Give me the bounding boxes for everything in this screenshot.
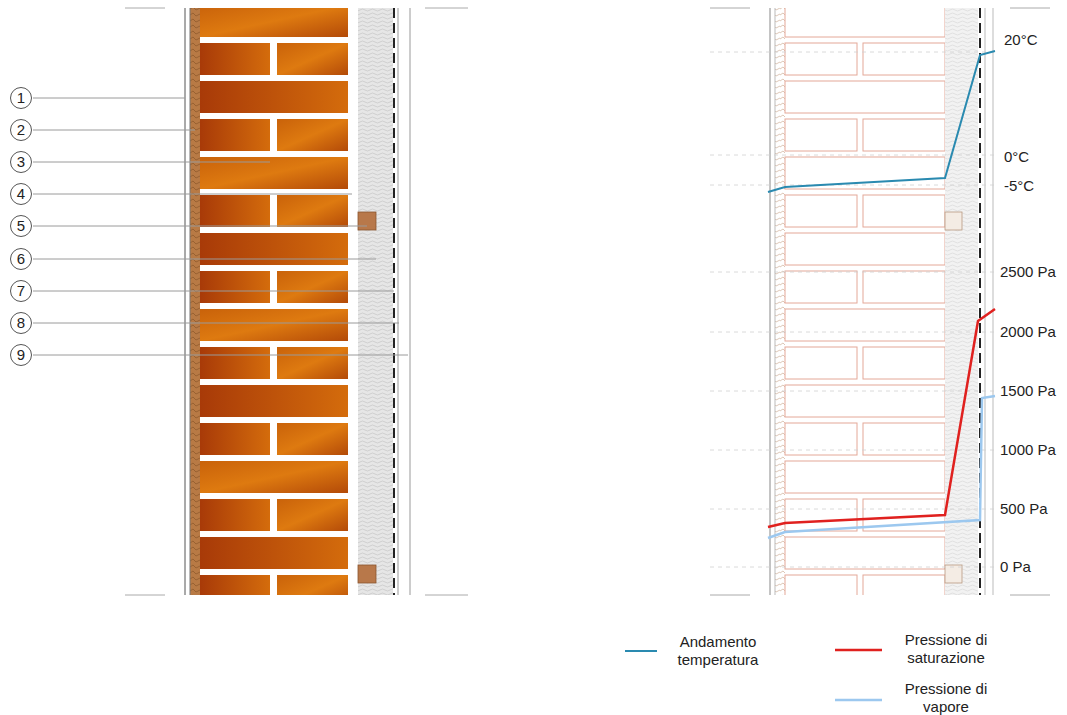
axis-value: 500 Pa [1000, 500, 1048, 518]
axis-value: 2000 Pa [1000, 323, 1056, 341]
callout-number: 9 [10, 344, 32, 366]
axis-value: -5°C [1004, 177, 1034, 195]
callout-number: 1 [10, 87, 32, 109]
callout-number: 4 [10, 183, 32, 205]
axis-value: 1500 Pa [1000, 382, 1056, 400]
legend-sample [835, 649, 882, 652]
temperature-curve [768, 51, 995, 192]
axis-value: 0°C [1004, 148, 1029, 166]
vapour-curve [768, 396, 995, 538]
saturation-curve [768, 309, 995, 527]
axis-value: 0 Pa [1000, 558, 1031, 576]
callout-number: 5 [10, 215, 32, 237]
legend-text: Pressione di saturazione [881, 631, 1011, 667]
axis-value: 20°C [1004, 31, 1038, 49]
callout-number: 2 [10, 119, 32, 141]
callout-number: 7 [10, 280, 32, 302]
legend-text: Pressione di vapore [881, 680, 1011, 715]
axis-value: 2500 Pa [1000, 263, 1056, 281]
axis-value: 1000 Pa [1000, 441, 1056, 459]
legend-sample [625, 650, 657, 652]
callout-number: 3 [10, 151, 32, 173]
legend-sample [835, 699, 882, 702]
legend-text: Andamento temperatura [653, 633, 783, 669]
callout-number: 8 [10, 312, 32, 334]
callout-number: 6 [10, 248, 32, 270]
